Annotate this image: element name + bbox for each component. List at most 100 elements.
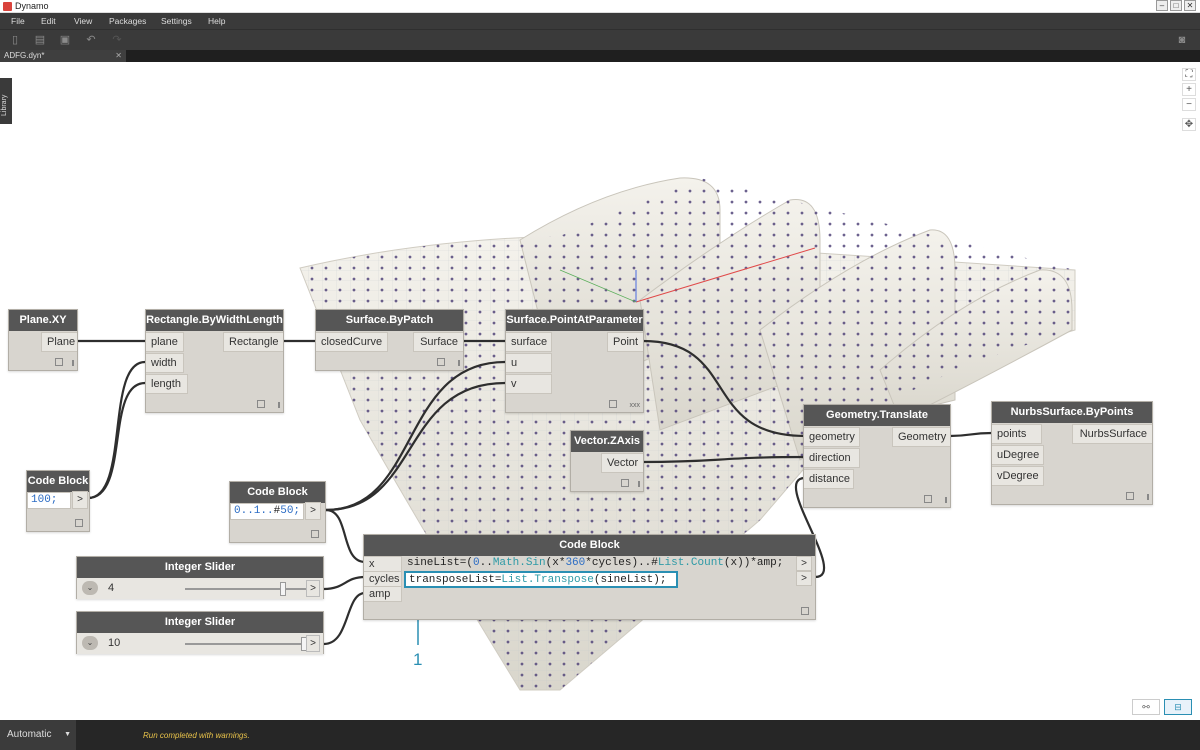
port-out-vector[interactable]: Vector bbox=[601, 453, 643, 473]
geometry-view-icon[interactable]: ⚯ bbox=[1132, 699, 1160, 715]
port-out-sinelist[interactable]: > bbox=[796, 556, 812, 571]
port-in-x[interactable]: x bbox=[364, 556, 402, 572]
lacing-icon bbox=[278, 402, 280, 408]
port-out-code[interactable]: > bbox=[305, 502, 321, 520]
node-code-block-width[interactable]: Code Block 100; > bbox=[26, 470, 90, 532]
chevron-down-icon[interactable]: ⌄ bbox=[82, 581, 98, 595]
maximize-icon[interactable]: □ bbox=[1170, 0, 1182, 11]
port-in-closedcurve[interactable]: closedCurve bbox=[316, 332, 388, 352]
slider-value[interactable]: 4 bbox=[108, 582, 115, 594]
port-out-code[interactable]: > bbox=[72, 491, 88, 509]
port-in-points[interactable]: points bbox=[992, 424, 1042, 444]
port-in-direction[interactable]: direction bbox=[804, 448, 860, 468]
zoom-in-icon[interactable]: + bbox=[1182, 83, 1196, 96]
port-out-nurbssurface[interactable]: NurbsSurface bbox=[1072, 424, 1152, 444]
preview-toggle-icon[interactable] bbox=[801, 607, 809, 615]
graph-view-icon[interactable]: ⊟ bbox=[1164, 699, 1192, 715]
menu-view[interactable]: View bbox=[74, 16, 93, 26]
caret-down-icon: ▼ bbox=[64, 731, 71, 738]
preview-toggle-icon[interactable] bbox=[75, 519, 83, 527]
port-out-slider[interactable]: > bbox=[306, 580, 320, 597]
node-title: Integer Slider bbox=[77, 557, 323, 578]
port-in-udegree[interactable]: uDegree bbox=[992, 445, 1044, 465]
node-integer-slider-cycles[interactable]: Integer Slider ⌄ 4 > bbox=[76, 556, 324, 599]
close-icon[interactable]: ✕ bbox=[1184, 0, 1196, 11]
port-in-v[interactable]: v bbox=[506, 374, 552, 394]
node-code-block-sine[interactable]: Code Block x cycles amp sineList=(0..Mat… bbox=[363, 534, 816, 620]
node-integer-slider-amp[interactable]: Integer Slider ⌄ 10 > bbox=[76, 611, 324, 654]
minimize-icon[interactable]: – bbox=[1156, 0, 1168, 11]
menu-help[interactable]: Help bbox=[208, 16, 226, 26]
preview-toggle-icon[interactable] bbox=[924, 495, 932, 503]
node-plane-xy[interactable]: Plane.XY Plane bbox=[8, 309, 78, 371]
node-code-block-range[interactable]: Code Block 0..1..#50; > bbox=[229, 481, 326, 543]
node-nurbssurface-bypoints[interactable]: NurbsSurface.ByPoints points uDegree vDe… bbox=[991, 401, 1153, 505]
menu-file[interactable]: File bbox=[11, 16, 25, 26]
save-icon[interactable]: ▣ bbox=[59, 34, 71, 46]
undo-icon[interactable]: ↶ bbox=[86, 34, 96, 46]
menu-edit[interactable]: Edit bbox=[41, 16, 56, 26]
open-icon[interactable]: ▤ bbox=[34, 34, 46, 46]
port-in-amp[interactable]: amp bbox=[364, 586, 402, 602]
port-in-width[interactable]: width bbox=[146, 353, 184, 373]
preview-toggle-icon[interactable] bbox=[55, 358, 63, 366]
port-in-cycles[interactable]: cycles bbox=[364, 571, 402, 587]
library-tab[interactable]: Library bbox=[0, 78, 12, 124]
port-in-length[interactable]: length bbox=[146, 374, 188, 394]
port-in-vdegree[interactable]: vDegree bbox=[992, 466, 1044, 486]
node-vector-zaxis[interactable]: Vector.ZAxis Vector bbox=[570, 430, 644, 492]
run-mode-dropdown[interactable]: Automatic ▼ bbox=[0, 720, 76, 750]
port-out-slider[interactable]: > bbox=[306, 635, 320, 652]
chevron-down-icon[interactable]: ⌄ bbox=[82, 636, 98, 650]
port-in-distance[interactable]: distance bbox=[804, 469, 854, 489]
port-out-point[interactable]: Point bbox=[607, 332, 643, 352]
port-out-geometry[interactable]: Geometry bbox=[892, 427, 950, 447]
close-tab-icon[interactable]: ✕ bbox=[115, 51, 122, 60]
port-out-plane[interactable]: Plane bbox=[41, 332, 77, 352]
run-mode-value: Automatic bbox=[7, 729, 52, 740]
pan-icon[interactable]: ✥ bbox=[1182, 118, 1196, 131]
menu-settings[interactable]: Settings bbox=[161, 16, 192, 26]
zoom-fit-icon[interactable]: ⛶ bbox=[1182, 68, 1196, 81]
preview-toggle-icon[interactable] bbox=[609, 400, 617, 408]
slider-track[interactable] bbox=[185, 588, 307, 590]
slider-track[interactable] bbox=[185, 643, 307, 645]
port-in-geometry[interactable]: geometry bbox=[804, 427, 860, 447]
wire-vector-dir bbox=[642, 455, 806, 464]
port-in-plane[interactable]: plane bbox=[146, 332, 184, 352]
preview-toggle-icon[interactable] bbox=[257, 400, 265, 408]
preview-toggle-icon[interactable] bbox=[311, 530, 319, 538]
axis-green bbox=[559, 269, 637, 303]
node-surface-bypatch[interactable]: Surface.ByPatch closedCurve Surface bbox=[315, 309, 464, 371]
port-out-rectangle[interactable]: Rectangle bbox=[223, 332, 283, 352]
node-surface-pointatparameter[interactable]: Surface.PointAtParameter surface u v Poi… bbox=[505, 309, 644, 413]
menu-packages[interactable]: Packages bbox=[109, 16, 147, 26]
port-in-surface[interactable]: surface bbox=[506, 332, 552, 352]
preview-toggle-icon[interactable] bbox=[437, 358, 445, 366]
code-line-2-highlighted[interactable]: transposeList=List.Transpose(sineList); bbox=[404, 571, 678, 588]
node-title: Code Block bbox=[364, 535, 815, 556]
node-geometry-translate[interactable]: Geometry.Translate geometry direction di… bbox=[803, 404, 951, 508]
code-line-1[interactable]: sineList=(0..Math.Sin(x*360*cycles)..#Li… bbox=[407, 557, 784, 569]
port-in-u[interactable]: u bbox=[506, 353, 552, 373]
port-out-transposelist[interactable]: > bbox=[796, 571, 812, 586]
slider-value[interactable]: 10 bbox=[108, 637, 121, 649]
code-editor[interactable]: 0..1..#50; bbox=[230, 503, 304, 520]
preview-toggle-icon[interactable] bbox=[1126, 492, 1134, 500]
preview-toggle-icon[interactable] bbox=[621, 479, 629, 487]
port-out-surface[interactable]: Surface bbox=[413, 332, 463, 352]
lacing-icon bbox=[458, 360, 460, 366]
wire-range-u bbox=[325, 360, 506, 512]
node-title: Code Block bbox=[230, 482, 325, 503]
tab-adfg[interactable]: ADFG.dyn* ✕ bbox=[0, 50, 126, 62]
camera-icon[interactable]: ◙ bbox=[1178, 34, 1186, 46]
node-rectangle-bywidthlength[interactable]: Rectangle.ByWidthLength plane width leng… bbox=[145, 309, 284, 413]
zoom-out-icon[interactable]: − bbox=[1182, 98, 1196, 111]
node-title: Code Block bbox=[27, 471, 89, 492]
new-file-icon[interactable]: ▯ bbox=[11, 34, 19, 46]
slider-thumb[interactable] bbox=[279, 582, 286, 596]
code-editor[interactable]: 100; bbox=[27, 492, 71, 509]
wire-point-geom bbox=[642, 339, 806, 438]
redo-icon[interactable]: ↷ bbox=[112, 34, 122, 46]
lacing-icon bbox=[1147, 494, 1149, 500]
